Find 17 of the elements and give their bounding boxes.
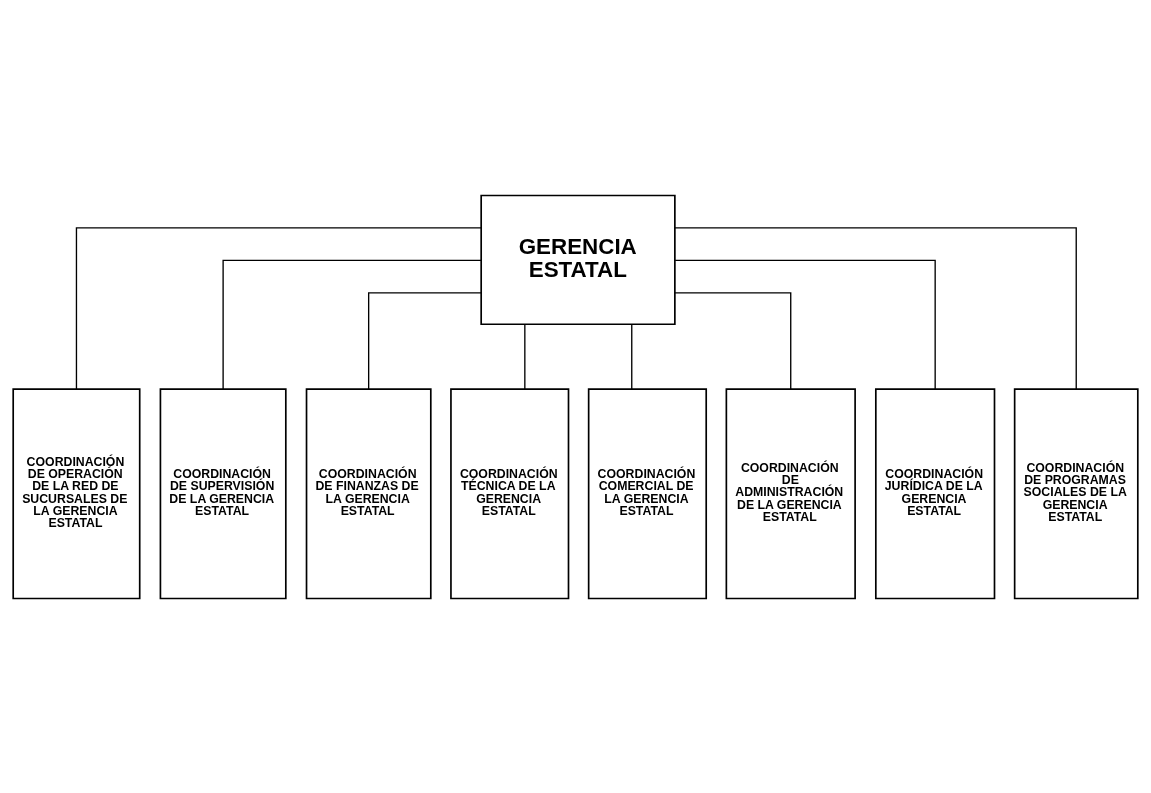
node-box: COORDINACIÓN COMERCIAL DE LA GERENCIA ESTATAL bbox=[587, 387, 708, 599]
connector bbox=[75, 226, 482, 390]
node-box: COORDINACIÓN DE OPERACIÓN DE LA RED DE SUCURSALES DE LA GERENCIA ESTATAL bbox=[12, 387, 141, 599]
connector bbox=[674, 291, 792, 390]
connector bbox=[674, 259, 936, 390]
connector bbox=[631, 323, 633, 390]
node-box: COORDINACIÓN JURÍDICA DE LA GERENCIA ESTATAL bbox=[875, 387, 996, 599]
connector bbox=[222, 259, 482, 390]
node-box: COORDINACIÓN DE ADMINISTRACIÓN DE LA GERENCIA ESTATAL bbox=[725, 387, 856, 599]
node-box: COORDINACIÓN DE PROGRAMAS SOCIALES DE LA GERENCIA ESTATAL bbox=[1013, 387, 1139, 599]
node-box: COORDINACIÓN TÉCNICA DE LA GERENCIA ESTATAL bbox=[450, 387, 570, 599]
node-box: COORDINACIÓN DE SUPERVISIÓN DE LA GERENCIA ESTATAL bbox=[159, 387, 287, 599]
node-box: COORDINACIÓN DE FINANZAS DE LA GERENCIA ESTATAL bbox=[305, 387, 432, 599]
connector bbox=[524, 323, 526, 390]
node-box: GERENCIA ESTATAL bbox=[480, 194, 676, 325]
connector bbox=[368, 291, 482, 390]
connector bbox=[674, 226, 1077, 390]
